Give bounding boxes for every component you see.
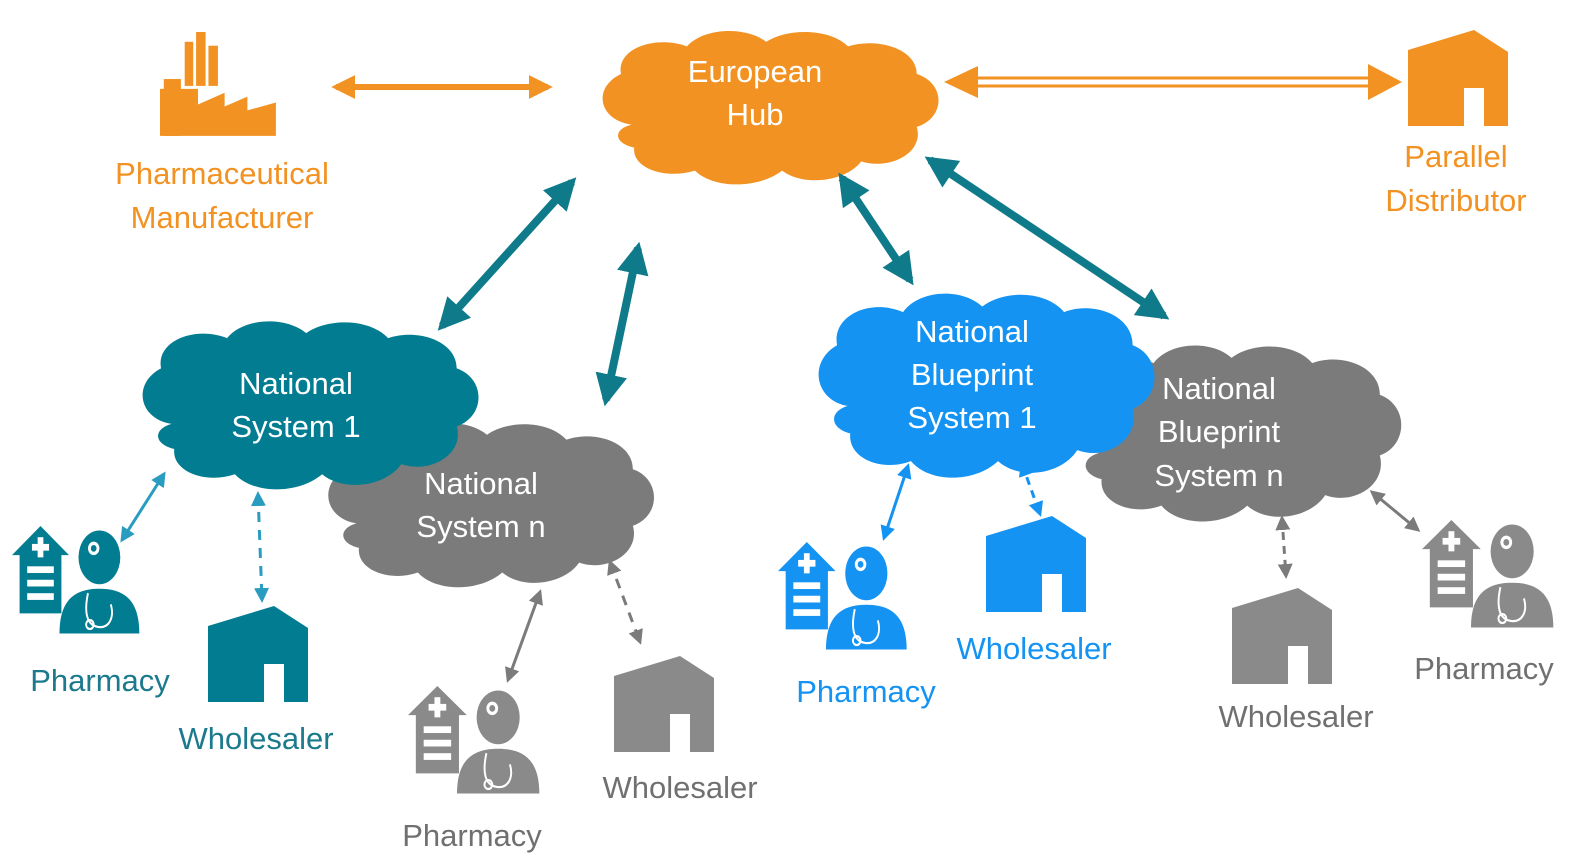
nbs1-wholesaler-warehouse-icon xyxy=(986,516,1086,612)
nsn-wholesaler-warehouse-icon xyxy=(614,656,714,752)
manufacturer-label-line1: Pharmaceutical xyxy=(115,156,329,191)
hub-distributor-arrow xyxy=(944,64,1402,100)
nsn-pharmacy-arrow xyxy=(505,589,543,683)
hub-label-line1: European xyxy=(688,54,822,89)
hub-nbsn-arrow xyxy=(924,156,1170,320)
national-system-n-cloud: National System n xyxy=(328,423,654,588)
parallel-distributor-warehouse-icon xyxy=(1408,30,1508,126)
factory-icon xyxy=(160,32,276,136)
nsn-wholesaler-arrow xyxy=(607,559,643,645)
national-system-1-cloud: National System 1 xyxy=(142,321,479,490)
nbsn-label-line3: System n xyxy=(1154,458,1283,493)
distributor-label-line1: Parallel xyxy=(1404,139,1507,174)
hub-label-line2: Hub xyxy=(727,97,784,132)
nbsn-wholesaler-warehouse-icon xyxy=(1232,588,1332,684)
nbsn-pharmacy-arrow xyxy=(1369,490,1421,532)
nbs1-wholesaler-arrow xyxy=(1019,461,1043,517)
ns1-wholesaler-label: Wholesaler xyxy=(178,721,333,756)
distributor-label-line2: Distributor xyxy=(1385,183,1526,218)
nbs1-label-line3: System 1 xyxy=(907,400,1036,435)
nbs1-pharmacy-arrow xyxy=(880,463,912,541)
hub-nbs1-arrow xyxy=(838,172,914,286)
nsn-pharmacy-label: Pharmacy xyxy=(402,818,542,853)
ns1-label-line2: System 1 xyxy=(231,409,360,444)
ns1-wholesaler-arrow xyxy=(250,491,270,603)
nbsn-wholesaler-arrow xyxy=(1275,515,1293,579)
nbsn-label-line2: Blueprint xyxy=(1158,414,1281,449)
manufacturer-label-line2: Manufacturer xyxy=(131,200,314,235)
nbs1-label-line1: National xyxy=(915,314,1029,349)
blueprint-system-1-cloud: National Blueprint System 1 xyxy=(818,293,1155,478)
ns1-label-line1: National xyxy=(239,366,353,401)
nbs1-pharmacy-icon xyxy=(776,540,908,651)
nbs1-label-line2: Blueprint xyxy=(911,357,1034,392)
ns1-pharmacy-label: Pharmacy xyxy=(30,663,170,698)
hub-nsn-arrow xyxy=(595,241,649,407)
ns1-wholesaler-warehouse-icon xyxy=(208,606,308,702)
ns1-pharmacy-icon xyxy=(10,524,141,635)
nsn-wholesaler-label: Wholesaler xyxy=(602,770,757,805)
nbsn-pharmacy-icon xyxy=(1420,518,1555,629)
nbsn-label-line1: National xyxy=(1162,371,1276,406)
ns1-pharmacy-arrow xyxy=(120,471,166,543)
hub-ns1-arrow xyxy=(437,177,577,331)
blueprint-system-n-cloud: National Blueprint System n xyxy=(1070,345,1402,522)
nbsn-pharmacy-label: Pharmacy xyxy=(1414,651,1554,686)
nsn-pharmacy-icon xyxy=(406,684,541,795)
nbsn-wholesaler-label: Wholesaler xyxy=(1218,699,1373,734)
nsn-label-line1: National xyxy=(424,466,538,501)
nbs1-wholesaler-label: Wholesaler xyxy=(956,631,1111,666)
nbs1-pharmacy-label: Pharmacy xyxy=(796,674,936,709)
nsn-label-line2: System n xyxy=(416,509,545,544)
european-hub-cloud: European Hub xyxy=(602,31,939,185)
